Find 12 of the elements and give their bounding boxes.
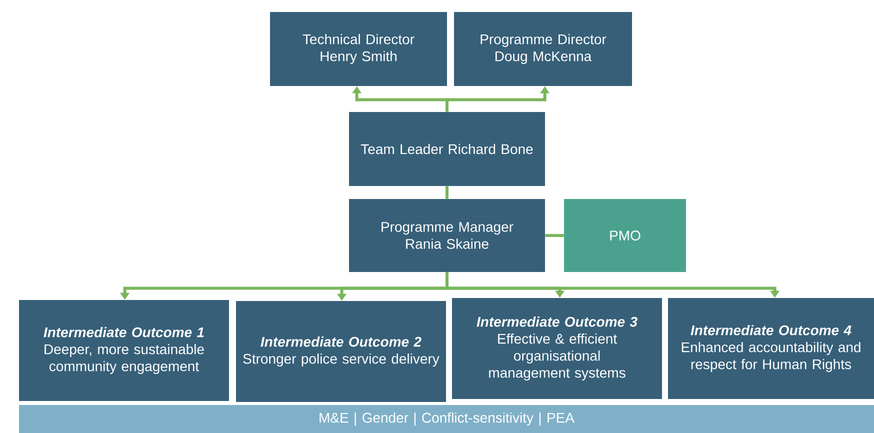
office-box: PMO bbox=[564, 199, 686, 272]
outcome-box: Intermediate Outcome 4 Enhanced accountability and respect for Human Rights bbox=[668, 298, 874, 399]
role-box: Programme Director Doug McKenna bbox=[454, 12, 632, 86]
role-box: Programme Manager Rania Skaine bbox=[349, 199, 545, 272]
connector-line bbox=[545, 234, 564, 237]
cross-cutting-band: M&E | Gender | Conflict-sensitivity | PEA bbox=[19, 405, 874, 433]
role-box: Technical Director Henry Smith bbox=[270, 12, 447, 86]
role-box: Team Leader Richard Bone bbox=[349, 112, 545, 186]
outcome-box: Intermediate Outcome 1 Deeper, more sustainable community engagement bbox=[19, 300, 229, 401]
connector-line bbox=[446, 186, 448, 199]
outcome-box: Intermediate Outcome 2 Stronger police service delivery bbox=[236, 301, 446, 402]
outcome-box: Intermediate Outcome 3 Effective & efficient organisational management systems bbox=[452, 298, 662, 399]
